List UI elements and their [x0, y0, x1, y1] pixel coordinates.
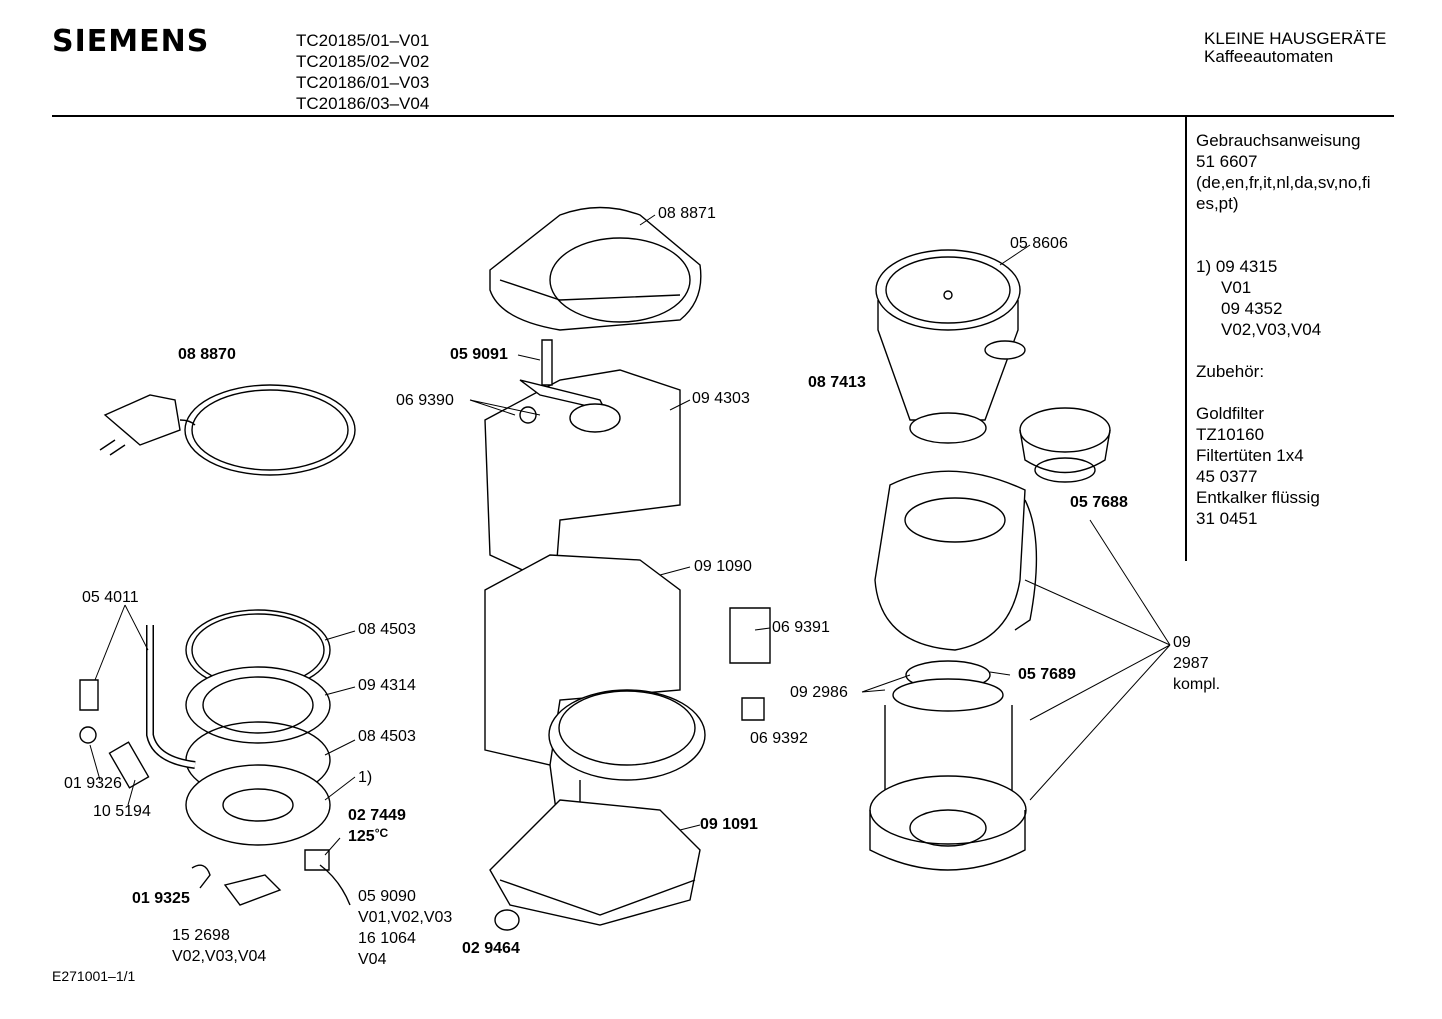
brand-logo: SIEMENS	[52, 24, 210, 59]
hose-parts	[80, 625, 195, 788]
accessory-number: 31 0451	[1196, 509, 1258, 528]
accessory-item: Filtertüten 1x4	[1196, 446, 1304, 465]
switch-part	[742, 698, 764, 720]
manual-languages: (de,en,fr,it,nl,da,sv,no,fi	[1196, 173, 1371, 192]
part-label: 16 1064	[358, 930, 416, 947]
part-label: 08 4503	[358, 621, 416, 638]
foot-part	[495, 910, 519, 930]
category-title: KLEINE HAUSGERÄTE	[1204, 29, 1387, 48]
lid-insert-part	[1020, 408, 1110, 482]
part-label: 06 9390	[396, 392, 454, 409]
part-label: 10 5194	[93, 803, 151, 820]
kit-label: 09	[1173, 634, 1191, 651]
warming-plate-stack	[186, 610, 330, 845]
part-label: 08 7413	[808, 374, 866, 391]
part-variant: V01,V02,V03	[358, 909, 453, 926]
power-cord-part	[100, 385, 355, 475]
part-label: 09 1091	[700, 816, 758, 833]
part-label: 08 4503	[358, 728, 416, 745]
manual-title: Gebrauchsanweisung	[1196, 131, 1361, 150]
upper-housing-part	[485, 340, 680, 585]
part-label: 09 4303	[692, 390, 750, 407]
control-board-part	[730, 608, 770, 663]
part-label: 08 8870	[178, 346, 236, 363]
temperature-label: 125°C	[348, 826, 388, 846]
jug-base-part	[870, 776, 1026, 870]
category-subtitle: Kaffeeautomaten	[1204, 47, 1334, 66]
part-label: 01 9326	[64, 775, 122, 792]
notes-divider	[1185, 117, 1187, 561]
note-1-variant: V01	[1221, 278, 1252, 297]
part-label: 09 2986	[790, 684, 848, 701]
manual-languages-cont: es,pt)	[1196, 194, 1239, 213]
part-label: 09 4314	[358, 677, 416, 694]
thermostat-part	[305, 850, 329, 870]
model-number: TC20186/03–V04	[296, 94, 430, 113]
note-1-alt-part: 09 4352	[1221, 299, 1283, 318]
category: KLEINE HAUSGERÄTE Kaffeeautomaten	[1204, 30, 1386, 66]
part-label: 05 7688	[1070, 494, 1128, 511]
notes-panel: Gebrauchsanweisung 51 6607 (de,en,fr,it,…	[1196, 130, 1371, 529]
accessory-number: 45 0377	[1196, 467, 1258, 486]
part-label: 08 8871	[658, 205, 716, 222]
part-label: 05 9090	[358, 888, 416, 905]
part-label: 05 8606	[1010, 235, 1068, 252]
note-1-alt-variant: V02,V03,V04	[1221, 320, 1322, 339]
part-label: 1)	[358, 769, 373, 786]
accessory-number: TZ10160	[1196, 425, 1265, 444]
part-variant: V04	[358, 951, 387, 968]
part-label: 02 9464	[462, 940, 520, 957]
leader-lines	[90, 215, 1170, 855]
model-number: TC20185/01–V01	[296, 31, 430, 50]
part-label: 01 9325	[132, 890, 190, 907]
part-label: 06 9391	[772, 619, 830, 636]
part-label: 09 1090	[694, 558, 752, 575]
lid-part	[490, 208, 701, 331]
model-number: TC20185/02–V02	[296, 52, 430, 71]
cable-part	[320, 865, 350, 905]
part-variant: V02,V03,V04	[172, 948, 267, 965]
part-label: 05 4011	[82, 589, 139, 606]
clip-part	[192, 865, 210, 888]
part-label: 02 7449	[348, 807, 406, 824]
kit-label: 2987	[1173, 655, 1209, 672]
drawing-code: E271001–1/1	[52, 968, 136, 984]
base-plate-part	[490, 800, 700, 925]
part-label: 06 9392	[750, 730, 808, 747]
filter-part	[876, 250, 1025, 443]
temperature-value: 125	[348, 828, 375, 845]
accessory-item: Entkalker flüssig	[1196, 488, 1320, 507]
temperature-unit: °C	[374, 826, 389, 840]
accessories-title: Zubehör:	[1196, 362, 1265, 381]
part-label: 05 7689	[1018, 666, 1076, 683]
note-1: 1) 09 4315	[1196, 257, 1278, 276]
carafe-part	[875, 471, 1036, 650]
main-body-part	[485, 555, 705, 840]
part-label: 05 9091	[450, 346, 508, 363]
model-number: TC20186/01–V03	[296, 73, 430, 92]
kit-label: kompl.	[1173, 676, 1221, 693]
bracket-part	[225, 875, 280, 905]
manual-number: 51 6607	[1196, 152, 1258, 171]
model-list: TC20185/01–V01 TC20185/02–V02 TC20186/01…	[296, 30, 429, 114]
accessory-item: Goldfilter	[1196, 404, 1265, 423]
part-label: 15 2698	[172, 927, 230, 944]
header-divider	[52, 115, 1394, 117]
